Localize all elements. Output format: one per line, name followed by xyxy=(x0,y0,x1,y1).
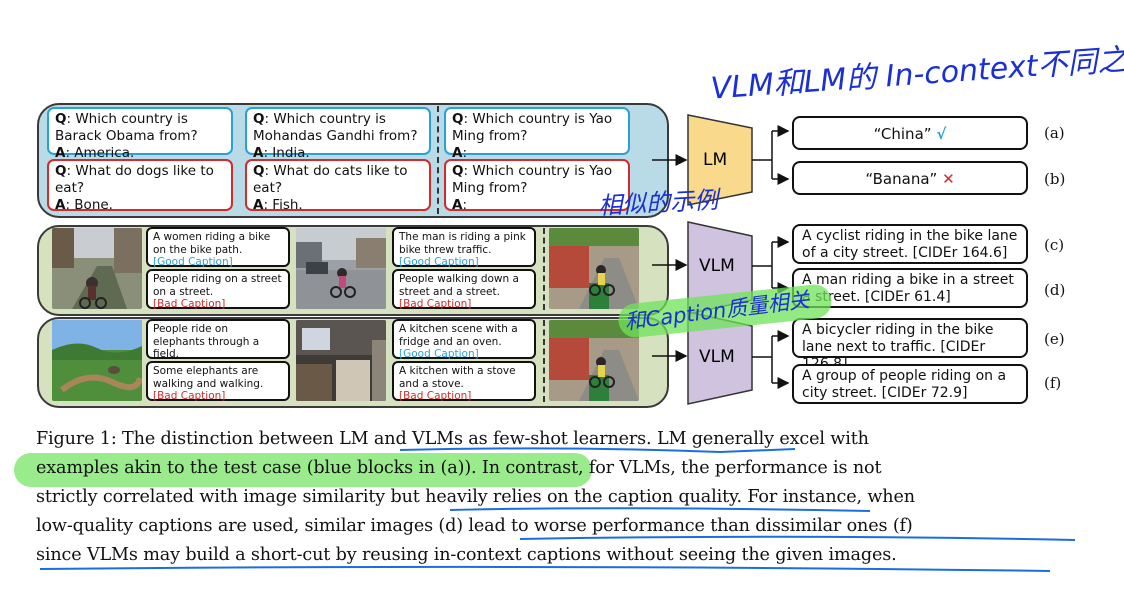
caption-line: since VLMs may build a short-cut by reus… xyxy=(36,545,897,565)
vlm-label: VLM xyxy=(699,347,735,367)
caption-line: strictly correlated with image similarit… xyxy=(36,487,915,507)
caption-line: low-quality captions are used, similar i… xyxy=(36,516,913,536)
label-c: (c) xyxy=(1044,236,1065,254)
label-d: (d) xyxy=(1044,281,1066,299)
label-a: (a) xyxy=(1044,124,1065,142)
caption-line: examples akin to the test case (blue blo… xyxy=(36,458,882,478)
bad-caption-box: Some elephants are walking and walking.[… xyxy=(146,361,290,402)
query-qa-box: Q: Which country is Yao Ming from? A: xyxy=(444,159,630,213)
good-caption-box: The man is riding a pink bike threw traf… xyxy=(392,227,536,268)
context-image-kitchen xyxy=(296,320,386,401)
bad-caption-box: People walking down a street and a stree… xyxy=(392,269,536,310)
panel-divider xyxy=(543,320,545,402)
context-qa-box: Q: What do dogs like to eat? A: Bone. xyxy=(47,159,233,213)
figure-caption: Figure 1: The distinction between LM and… xyxy=(36,425,1076,570)
context-image-elephants-field xyxy=(52,320,142,401)
context-image-street-traffic xyxy=(296,228,386,309)
context-qa-box: Q: Which country is Barack Obama from? A… xyxy=(47,107,233,161)
cross-icon: ✕ xyxy=(942,170,955,188)
vlm-label: VLM xyxy=(699,256,735,276)
label-f: (f) xyxy=(1044,374,1062,392)
query-image-cyclist xyxy=(549,228,639,309)
handwritten-note-similar: 相似的示例 xyxy=(597,185,719,221)
output-box-c: A cyclist riding in the bike lane of a c… xyxy=(792,224,1028,264)
panel-divider xyxy=(543,228,545,310)
query-qa-box: Q: Which country is Yao Ming from? A: xyxy=(444,107,630,161)
good-caption-box: A kitchen scene with a fridge and an ove… xyxy=(392,319,536,360)
label-b: (b) xyxy=(1044,170,1066,188)
caption-line: Figure 1: The distinction between LM and… xyxy=(36,429,869,449)
check-icon: √ xyxy=(936,125,947,143)
context-image-bike-path xyxy=(52,228,142,309)
output-box-a: “China” √ xyxy=(792,116,1028,150)
query-image-cyclist xyxy=(549,320,639,401)
bad-caption-box: People riding on a street on a street.[B… xyxy=(146,269,290,310)
highlighter-stroke xyxy=(14,453,592,487)
good-caption-box: A women riding a bike on the bike path.[… xyxy=(146,227,290,268)
output-box-f: A group of people riding on a city stree… xyxy=(792,364,1028,404)
output-box-e: A bicycler riding in the bike lane next … xyxy=(792,318,1028,372)
output-box-b: “Banana” ✕ xyxy=(792,161,1028,195)
label-e: (e) xyxy=(1044,330,1065,348)
context-qa-box: Q: Which country is Mohandas Gandhi from… xyxy=(245,107,431,161)
lm-label: LM xyxy=(703,150,728,170)
lm-model-shape xyxy=(687,114,753,206)
bad-caption-box: A kitchen with a stove and a stove.[Bad … xyxy=(392,361,536,402)
panel-divider xyxy=(437,106,439,214)
context-qa-box: Q: What do cats like to eat? A: Fish. xyxy=(245,159,431,213)
